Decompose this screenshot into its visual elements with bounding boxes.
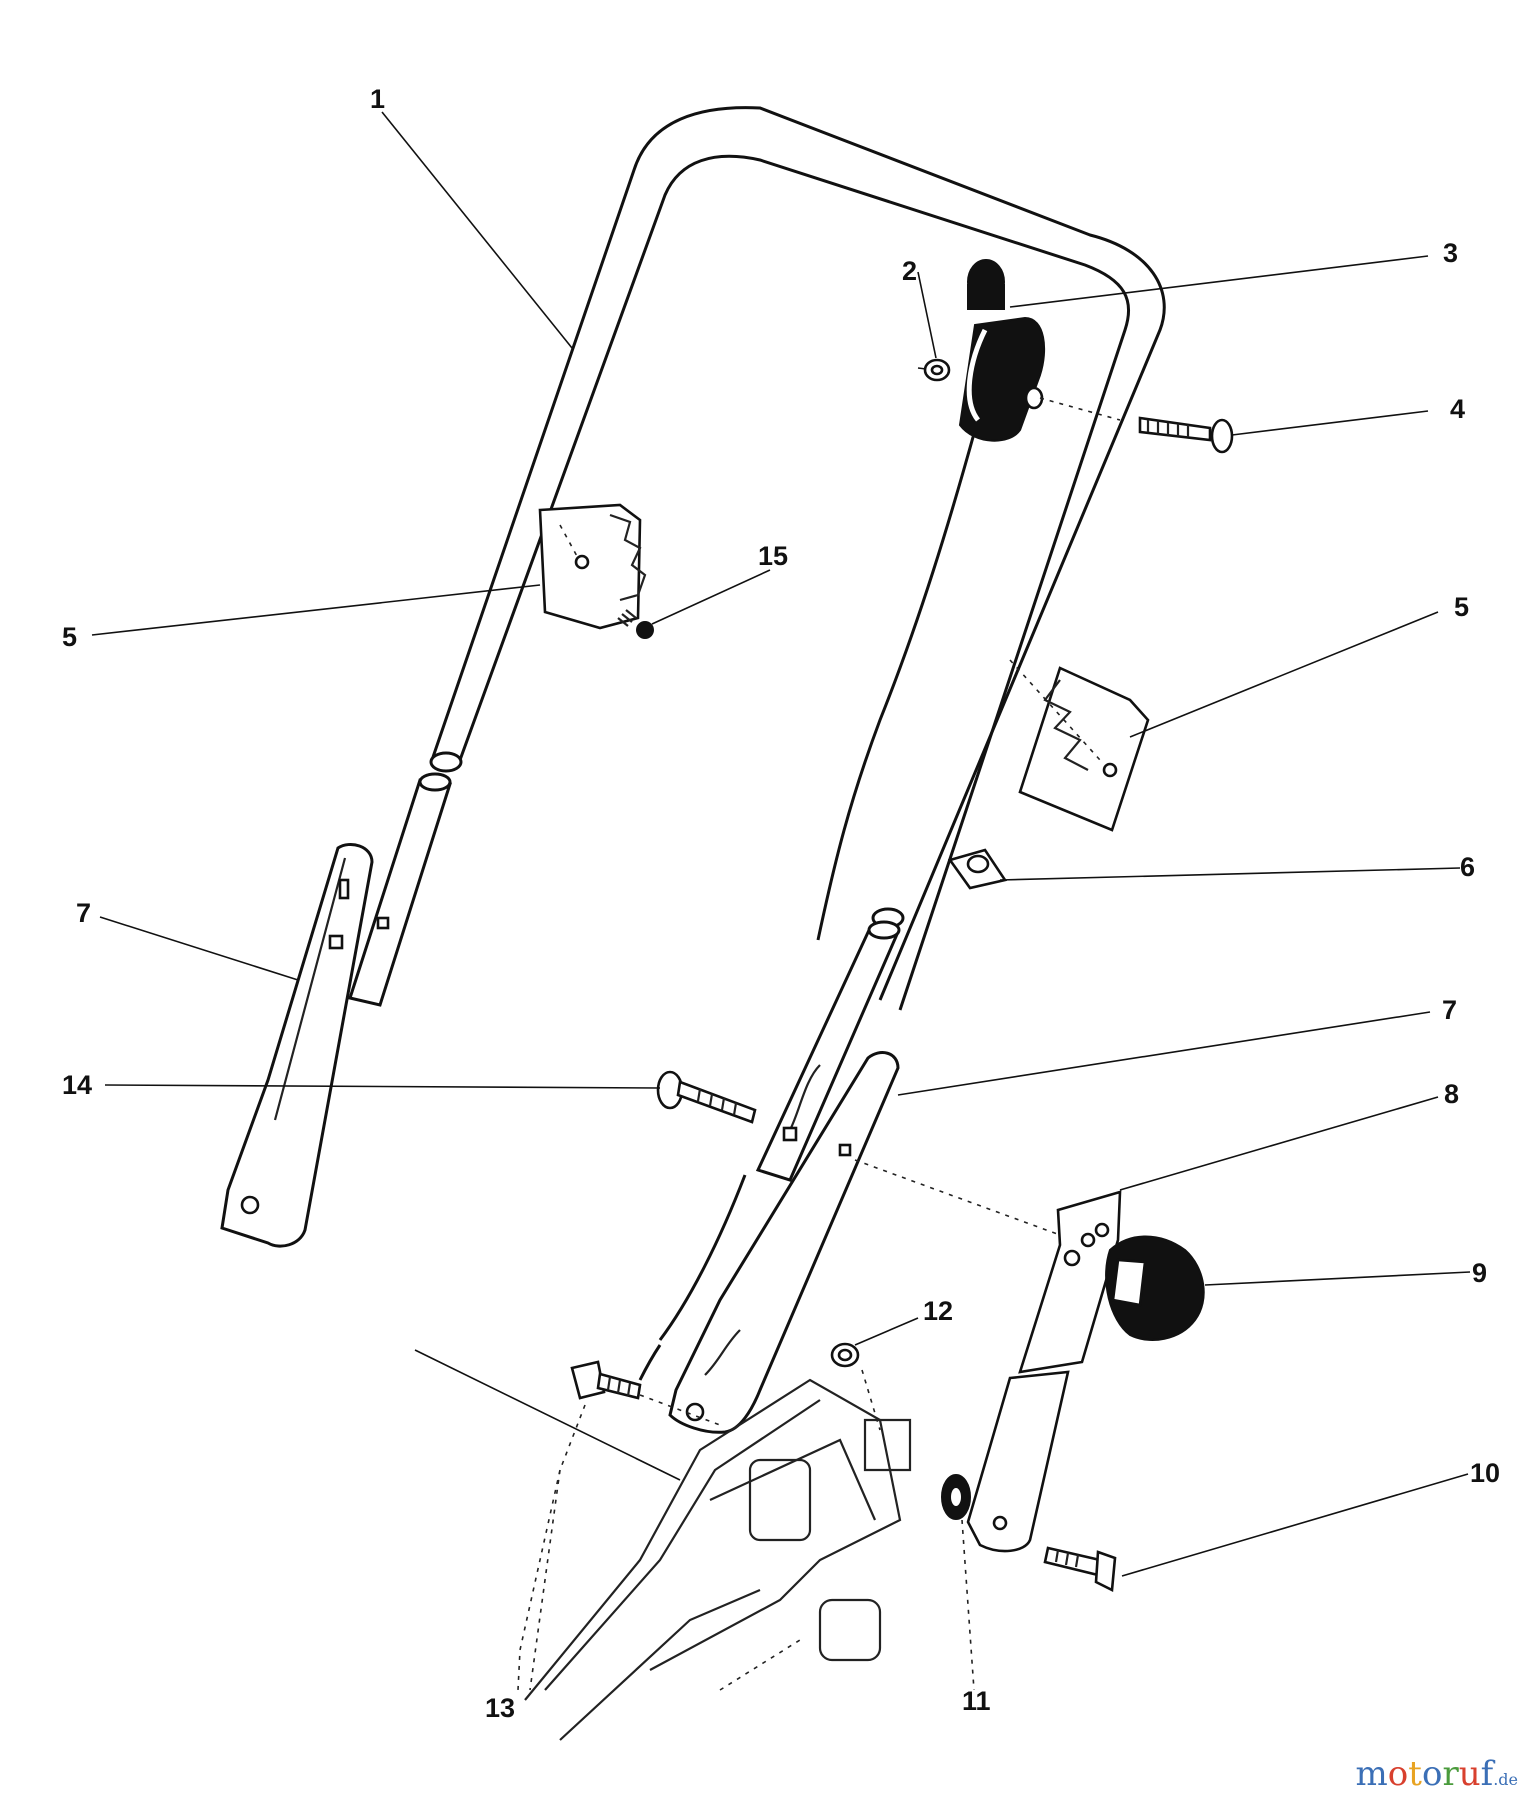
callout-1: 1: [370, 84, 385, 114]
wing-nut-part-6: [947, 848, 1008, 890]
bolt-part-14: [656, 1070, 757, 1124]
watermark-letter: o: [1387, 1754, 1409, 1794]
watermark-letter: u: [1458, 1754, 1481, 1794]
motoruf-watermark-logo: motoruf.de: [1356, 1754, 1518, 1794]
callout-7-left: 7: [76, 898, 91, 928]
callout-5-left: 5: [62, 622, 77, 652]
right-lower-handle-part: [668, 1051, 900, 1434]
callout-8: 8: [1444, 1079, 1459, 1109]
leader-lines: [91, 111, 1471, 1691]
callout-5-right: 5: [1454, 592, 1469, 622]
callout-10: 10: [1470, 1458, 1500, 1488]
callout-9: 9: [1472, 1258, 1487, 1288]
callout-7-right: 7: [1442, 995, 1457, 1025]
callout-3: 3: [1443, 238, 1458, 268]
watermark-letter: m: [1355, 1754, 1388, 1794]
callout-13: 13: [485, 1693, 515, 1723]
screw-part-15: [617, 609, 654, 639]
left-tube-lower-segment: [348, 772, 452, 1007]
watermark-letter: o: [1421, 1754, 1443, 1794]
callout-labels: 1 2 3 4 5 5 6 7 7 8 9 10 11 12 13 14 15: [62, 84, 1500, 1723]
upper-handle-part: [429, 106, 1166, 1011]
nut-part-2: [923, 358, 951, 382]
callout-14: 14: [62, 1070, 92, 1100]
mower-deck-outline: [524, 1378, 912, 1741]
nut-part-12: [830, 1342, 860, 1368]
bolt-part-13: [570, 1360, 642, 1400]
throttle-cable: [638, 429, 977, 1381]
flange-bolt-part-10: [1043, 1546, 1117, 1593]
bracket-part-8: [966, 1190, 1122, 1553]
cable-clip-left-part-5: [538, 503, 647, 630]
callout-12: 12: [923, 1296, 953, 1326]
knob-part-9: [1105, 1235, 1205, 1341]
callout-6: 6: [1460, 852, 1475, 882]
callout-4: 4: [1450, 394, 1465, 424]
watermark-letter: t: [1408, 1754, 1422, 1794]
callout-2: 2: [902, 256, 917, 286]
callout-15: 15: [758, 541, 788, 571]
carriage-bolt-part-4: [1138, 416, 1234, 454]
watermark-suffix: .de: [1493, 1770, 1518, 1789]
watermark-letter: r: [1442, 1754, 1459, 1794]
right-tube-lower-segment: [755, 920, 901, 1182]
throttle-control-part: [958, 259, 1046, 442]
callout-11: 11: [962, 1686, 991, 1716]
washer-part-11: [941, 1474, 971, 1520]
left-lower-handle-part: [220, 843, 374, 1248]
watermark-letter: f: [1480, 1754, 1494, 1794]
